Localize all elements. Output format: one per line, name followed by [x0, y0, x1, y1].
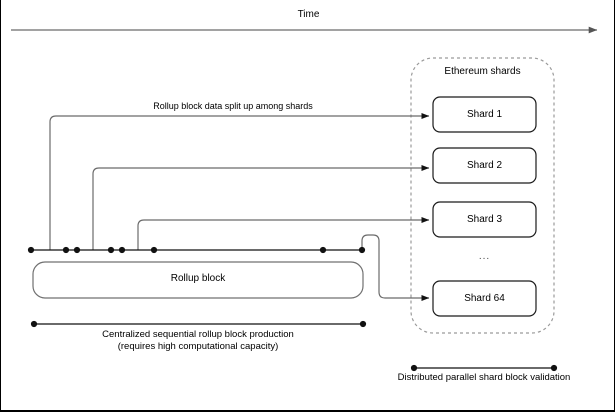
- distributed-caption: Distributed parallel shard block validat…: [397, 372, 571, 383]
- shard-box-1[interactable]: [432, 96, 537, 133]
- centralized-caption-line-2: (requires high computational capacity): [117, 340, 279, 352]
- rollup-block-box[interactable]: [32, 261, 364, 299]
- shard-label-2: Shard 2: [466, 160, 503, 171]
- time-axis-label: Time: [297, 9, 320, 20]
- centralized-span-measure: [30, 320, 367, 328]
- shard-label-1: Shard 1: [466, 109, 503, 120]
- connector-to-shard-3: [137, 216, 430, 250]
- shard-box-2[interactable]: [432, 147, 537, 184]
- connector-to-shard-64: [361, 234, 430, 302]
- connector-to-shard-1: [49, 112, 430, 250]
- distributed-span-measure: [410, 364, 558, 372]
- ethereum-shards-container: [410, 57, 555, 334]
- shard-label-3: Shard 3: [466, 214, 503, 225]
- centralized-caption: Centralized sequential rollup block prod…: [13, 329, 383, 353]
- rollup-block-label: Rollup block: [170, 273, 226, 284]
- shard-label-64: Shard 64: [464, 293, 505, 304]
- connector-to-shard-2: [92, 164, 430, 250]
- centralized-caption-line-1: Centralized sequential rollup block prod…: [102, 329, 294, 340]
- ethereum-shards-title: Ethereum shards: [444, 66, 521, 77]
- shard-ellipsis: ...: [478, 251, 491, 262]
- flow-label: Rollup block data split up among shards: [153, 101, 313, 111]
- shard-box-3[interactable]: [432, 201, 537, 238]
- shard-box-64[interactable]: [432, 280, 537, 317]
- rollup-timeline-ticks: [27, 246, 366, 254]
